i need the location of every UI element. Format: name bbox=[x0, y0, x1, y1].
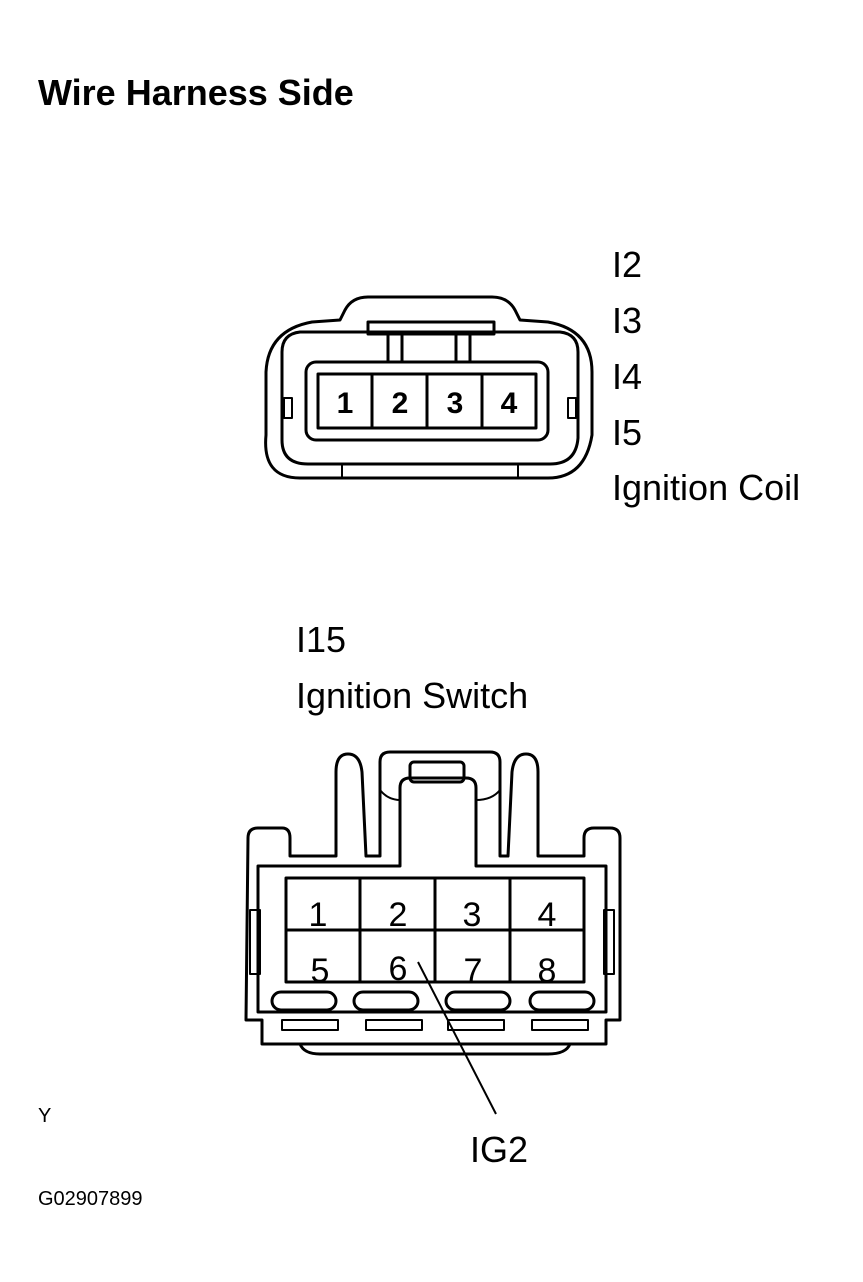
switch-id: I15 bbox=[296, 619, 346, 660]
coil-id-i2: I2 bbox=[612, 244, 642, 285]
switch-pin-6: 6 bbox=[389, 950, 408, 988]
switch-pin-4: 4 bbox=[538, 896, 557, 934]
switch-pin-7: 7 bbox=[464, 952, 483, 990]
footer-mark: Y bbox=[38, 1105, 51, 1127]
switch-pin-1: 1 bbox=[309, 896, 328, 934]
ig2-callout: IG2 bbox=[470, 1129, 528, 1170]
coil-pin-4: 4 bbox=[501, 387, 518, 420]
coil-id-i3: I3 bbox=[612, 300, 642, 341]
switch-pin-3: 3 bbox=[463, 896, 482, 934]
ignition-switch-connector: 1 2 3 4 5 6 7 8 bbox=[244, 750, 622, 1056]
switch-pin-8: 8 bbox=[538, 952, 557, 990]
switch-pin-5: 5 bbox=[311, 952, 330, 990]
switch-pin-2: 2 bbox=[389, 896, 408, 934]
ig2-leader-line bbox=[417, 961, 497, 1115]
page-title: Wire Harness Side bbox=[38, 72, 354, 113]
figure-code: G02907899 bbox=[38, 1188, 143, 1210]
ignition-coil-connector: 1 2 3 4 bbox=[264, 295, 594, 480]
coil-id-i5: I5 bbox=[612, 412, 642, 453]
coil-pin-3: 3 bbox=[447, 387, 464, 420]
switch-name: Ignition Switch bbox=[296, 675, 528, 716]
coil-pin-2: 2 bbox=[392, 387, 409, 420]
coil-pin-1: 1 bbox=[337, 387, 354, 420]
coil-name: Ignition Coil bbox=[612, 467, 800, 508]
coil-id-i4: I4 bbox=[612, 356, 642, 397]
